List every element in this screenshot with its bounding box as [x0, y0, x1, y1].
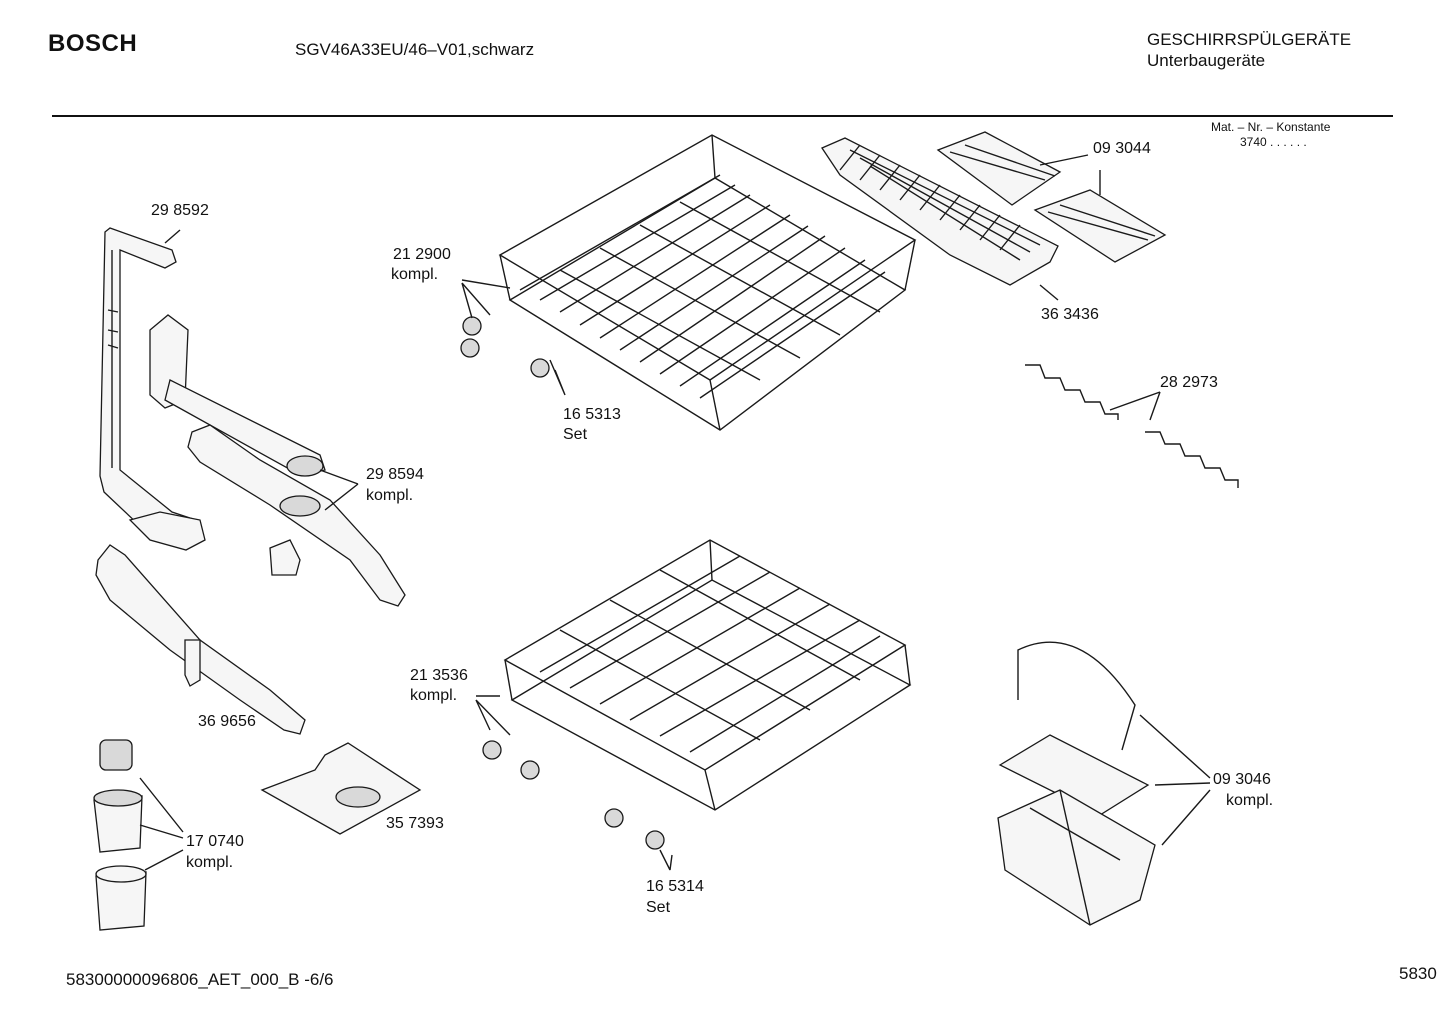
cup-shelf-drawing — [1025, 364, 1239, 488]
leader-lines — [139, 154, 1211, 871]
label-093046: 09 3046 — [1213, 771, 1271, 788]
label-298594-note: kompl. — [366, 487, 414, 504]
label-298592: 29 8592 — [151, 202, 209, 219]
label-170740-note: kompl. — [186, 854, 234, 871]
upper-wheels-drawing — [460, 316, 550, 378]
label-165314: 16 5314 — [646, 878, 704, 895]
label-363436: 36 3436 — [1041, 306, 1099, 323]
category-title: GESCHIRRSPÜLGERÄTE — [1147, 30, 1352, 49]
cutlery-basket-drawing — [997, 641, 1156, 926]
cutlery-tray-drawing — [821, 137, 1059, 286]
lower-wheels-drawing — [482, 740, 665, 850]
model-number: SGV46A33EU/46–V01,schwarz — [295, 40, 535, 59]
label-369656: 36 9656 — [198, 713, 256, 730]
brand-logo: BOSCH — [48, 30, 138, 57]
label-282973: 28 2973 — [1160, 374, 1218, 391]
sump-cover-drawing — [260, 742, 422, 835]
label-165314-note: Set — [646, 899, 671, 916]
label-165313: 16 5313 — [563, 406, 621, 423]
upper-basket-drawing — [498, 134, 917, 431]
filter-drawing — [93, 739, 147, 931]
rack-insert-drawing — [936, 131, 1167, 263]
label-165313-note: Set — [563, 426, 588, 443]
label-212900-note: kompl. — [391, 266, 439, 283]
label-212900: 21 2900 — [393, 246, 451, 263]
supply-pipe-drawing — [99, 227, 206, 551]
document-id: 58300000096806_AET_000_B -6/6 — [66, 970, 334, 989]
label-093044: 09 3044 — [1093, 140, 1151, 157]
page-reference: 5830 — [1399, 964, 1437, 983]
middle-spray-arm-drawing — [187, 424, 406, 607]
label-213536: 21 3536 — [410, 667, 468, 684]
label-298594: 29 8594 — [366, 466, 424, 483]
mat-nr-value: 3740 . . . . . . — [1240, 135, 1307, 149]
header-divider — [52, 115, 1393, 117]
label-170740: 17 0740 — [186, 833, 244, 850]
lower-basket-drawing — [503, 539, 912, 811]
subcategory-title: Unterbaugeräte — [1147, 51, 1266, 70]
label-093046-note: kompl. — [1226, 792, 1274, 809]
label-357393: 35 7393 — [386, 815, 444, 832]
upper-connector-drawing — [149, 314, 326, 477]
label-213536-note: kompl. — [410, 687, 458, 704]
lower-spray-arm-drawing — [95, 544, 306, 735]
mat-nr-label: Mat. – Nr. – Konstante — [1211, 120, 1331, 134]
